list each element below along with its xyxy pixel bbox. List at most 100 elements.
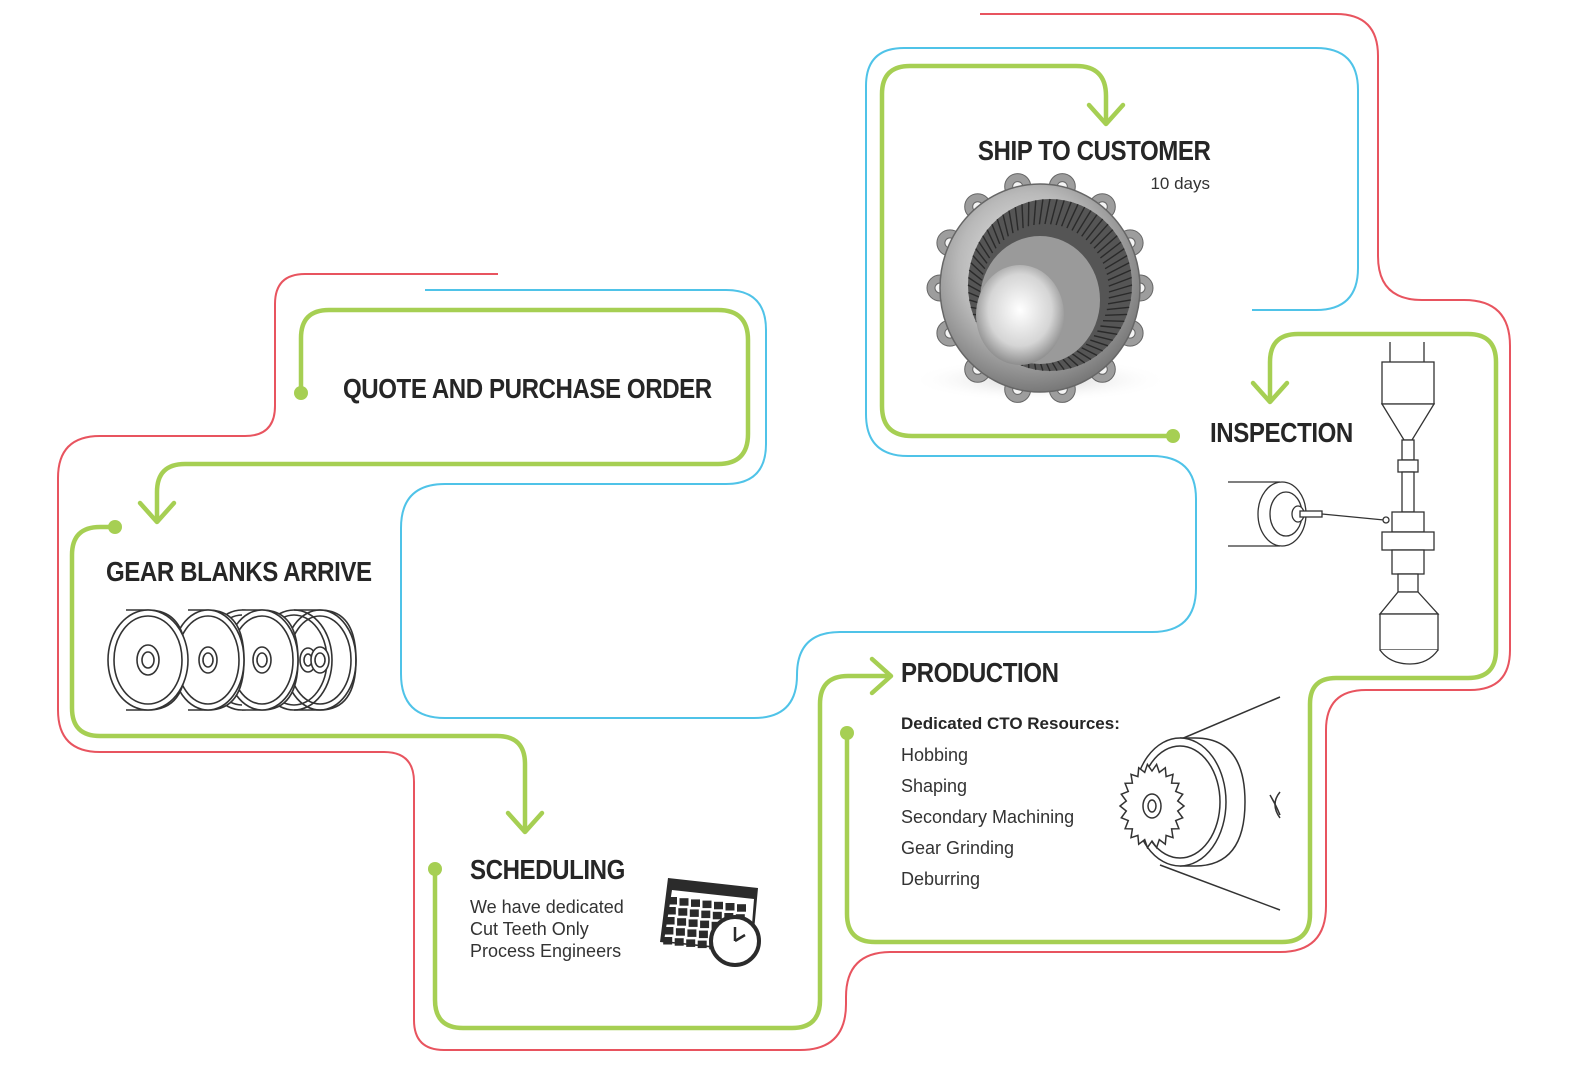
green-dot-quote <box>294 386 308 400</box>
inner-tooth <box>1107 269 1132 281</box>
green-arrow-ship <box>1086 102 1126 127</box>
inner-tooth <box>1055 200 1065 226</box>
green-arrow-scheduling <box>505 810 545 835</box>
green-track-inspection <box>879 63 1176 439</box>
calendar-cell <box>668 897 677 905</box>
green-arrow-inspection <box>1250 380 1290 405</box>
inner-tooth <box>1093 335 1113 341</box>
calendar-cell <box>725 903 735 911</box>
inspection-probe-illustration <box>1228 342 1440 665</box>
blue-track-left <box>400 47 1359 719</box>
green-track-scheduling <box>432 673 892 1031</box>
inner-tooth <box>1106 262 1130 276</box>
green-arrow-production <box>869 656 894 696</box>
green-track-production <box>844 331 1499 945</box>
scheduling-line-1: We have dedicated <box>470 897 624 917</box>
calendar-cell <box>688 919 698 927</box>
calendar-cell <box>664 927 674 935</box>
red-track-left <box>57 13 1511 1051</box>
inner-tooth <box>1108 276 1132 287</box>
green-dot-inspection <box>1166 429 1180 443</box>
inner-tooth <box>1108 291 1132 299</box>
calendar-cell <box>698 930 708 939</box>
inner-tooth <box>975 248 988 264</box>
scheduling-line-3: Process Engineers <box>470 941 622 961</box>
inner-tooth <box>1104 254 1128 270</box>
inner-tooth <box>982 235 994 254</box>
calendar-cell <box>665 917 675 925</box>
calendar-cell <box>712 911 722 920</box>
calendar-cell <box>686 939 696 947</box>
inner-tooth <box>968 269 983 281</box>
inner-tooth <box>978 241 991 259</box>
inner-tooth <box>1060 201 1072 227</box>
inner-tooth <box>972 255 986 270</box>
calendar-cell <box>691 899 700 907</box>
inner-tooth <box>1076 210 1092 234</box>
inner-tooth <box>1014 207 1019 231</box>
inner-tooth <box>1090 339 1109 347</box>
inner-tooth <box>1081 347 1098 357</box>
calendar-cell <box>663 937 673 945</box>
inner-tooth <box>967 284 982 293</box>
green-arrow-blanks <box>137 500 177 525</box>
production-subtitle: Dedicated CTO Resources: <box>901 714 1120 733</box>
calendar-cell <box>737 904 746 912</box>
inspection-title: INSPECTION <box>1210 417 1353 448</box>
gear-hob-illustration <box>1118 696 1281 911</box>
resource-item: Secondary Machining <box>901 807 1075 827</box>
inner-tooth <box>986 229 997 249</box>
ship-note: 10 days <box>1150 174 1210 193</box>
inner-tooth <box>1085 343 1103 352</box>
calendar-cell <box>697 940 707 949</box>
inner-tooth <box>1097 330 1118 335</box>
inner-tooth <box>1066 355 1079 367</box>
green-dot-scheduling <box>428 862 442 876</box>
finished-gear-photo <box>910 173 1170 403</box>
resource-item: Gear Grinding <box>901 838 1015 858</box>
calendar-cell <box>674 938 684 946</box>
calendar-cell <box>702 900 712 909</box>
calendar-cell <box>714 901 723 910</box>
inner-tooth <box>1049 199 1058 225</box>
inner-tooth <box>1099 241 1122 259</box>
quote-title: QUOTE AND PURCHASE ORDER <box>343 373 712 404</box>
calendar-cell <box>675 928 685 936</box>
inner-tooth <box>1033 200 1037 226</box>
inner-tooth <box>1008 210 1014 234</box>
calendar-cell <box>666 907 676 915</box>
inner-tooth <box>1102 320 1125 322</box>
calendar-cell <box>679 898 689 906</box>
inner-tooth <box>1107 299 1131 305</box>
calendar-cell <box>689 909 699 917</box>
inner-tooth <box>1100 325 1122 329</box>
green-track-blanks <box>69 524 528 833</box>
inner-tooth <box>1093 229 1114 249</box>
inner-tooth <box>1002 214 1009 237</box>
calendar-cell <box>678 908 688 916</box>
inner-tooth <box>967 276 982 287</box>
gear-blanks-title: GEAR BLANKS ARRIVE <box>106 556 372 587</box>
inner-tooth <box>1096 235 1118 254</box>
calendar-cell <box>700 920 710 929</box>
gear-blanks-illustration <box>107 609 357 711</box>
inner-tooth <box>991 223 1001 245</box>
ship-title: SHIP TO CUSTOMER <box>977 135 1210 166</box>
inner-tooth <box>1076 350 1092 361</box>
green-dot-production <box>840 726 854 740</box>
inner-tooth <box>1021 204 1024 229</box>
calendar-cell <box>687 929 697 937</box>
inner-tooth <box>970 262 984 275</box>
production-title: PRODUCTION <box>901 657 1059 688</box>
inner-tooth <box>1089 223 1109 245</box>
calendar-clock-icon <box>660 878 761 967</box>
inner-tooth <box>1106 306 1130 311</box>
inner-tooth <box>1108 284 1133 293</box>
inner-tooth <box>1071 206 1086 231</box>
inner-tooth <box>996 218 1005 241</box>
calendar-cell <box>701 910 711 919</box>
resource-item: Shaping <box>901 776 968 796</box>
scheduling-title: SCHEDULING <box>470 854 625 885</box>
green-dot-blanks <box>108 520 122 534</box>
